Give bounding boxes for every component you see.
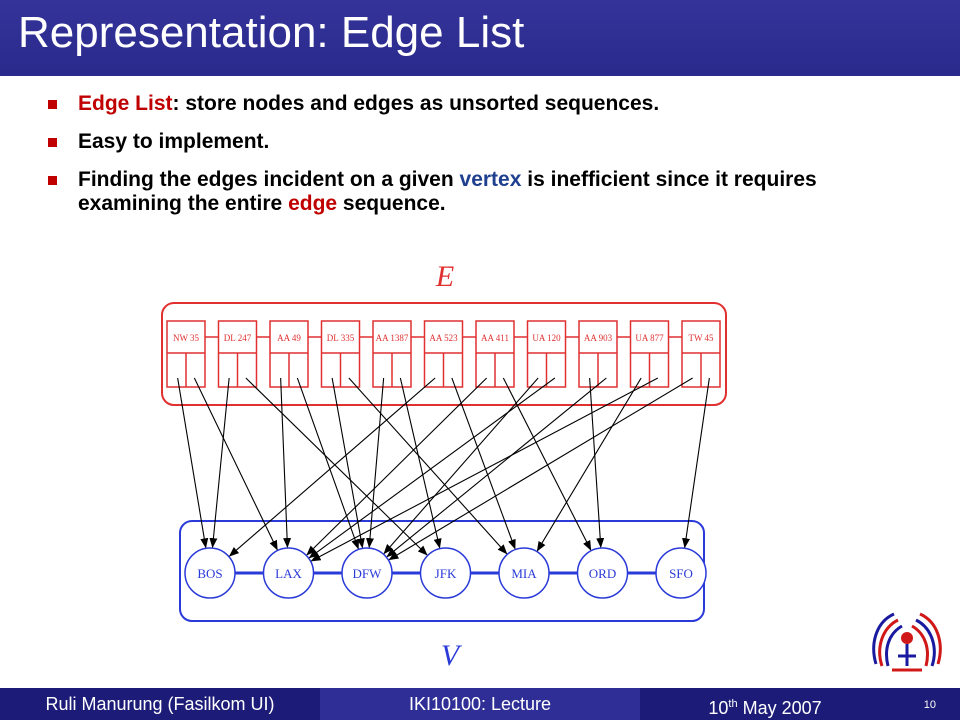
edge-node: DL 247 [217,320,270,388]
slide-number: 10 [923,699,936,711]
vertex-name: JFK [435,566,457,581]
vertex-node: LAX [262,547,315,599]
edge-name: AA 49 [277,333,301,343]
edge-node: AA 1387 [372,320,425,388]
bullet-easy: Easy to implement. [48,130,908,154]
vertex-node: DFW [341,547,393,599]
university-logo [872,612,942,672]
incidence-arrow [296,377,359,550]
incidence-arrow [383,377,539,555]
bullet-text: sequence. [337,192,446,215]
bullet-marker-icon [48,100,57,109]
incidence-arrow [682,377,710,549]
incidence-arrow [365,377,385,549]
footer-date: 10th May 2007 [680,688,850,724]
incidence-arrow [209,377,230,549]
title-bar: Representation: Edge List [0,0,960,76]
edge-node: AA 411 [475,320,528,388]
footer: Ruli Manurung (Fasilkom UI) IKI10100: Le… [0,688,960,720]
edge-list-term: Edge List [78,92,173,115]
edge-name: NW 35 [173,333,200,343]
incidence-arrow [228,377,436,557]
vertex-name: SFO [669,566,693,581]
edge-sequence: E NW 35 DL 247 AA 49 DL 335 AA 1387 AA 523 AA 4… [161,260,727,406]
bullet-finding: Finding the edges incident on a given ve… [48,168,908,216]
incidence-arrow [348,377,508,555]
incidence-arrows [177,377,710,562]
edge-node: TW 45 [681,320,721,388]
edge-sequence-label: E [435,260,454,293]
vertex-node: SFO [655,547,707,599]
edge-node: AA 523 [423,320,476,388]
vertex-node: JFK [419,547,472,599]
edge-name: TW 45 [688,333,714,343]
vertex-name: MIA [511,566,537,581]
vertex-sequence: BOS LAX DFW JFK MIA ORD SFO V [179,520,707,672]
bullet-text: Easy to implement. [78,130,270,153]
edge-node: AA 903 [578,320,631,388]
incidence-arrow [280,377,292,549]
vertex-name: LAX [275,566,302,581]
edge-name: DL 247 [224,333,252,343]
vertex-term: vertex [459,168,522,191]
vertex-circle [419,547,472,599]
incidence-arrow [388,377,693,561]
date-rest: May 2007 [737,698,822,718]
incidence-arrow [193,377,278,551]
bullet-marker-icon [48,138,57,147]
edge-term: edge [288,192,338,215]
edge-name: AA 903 [584,333,613,343]
edge-name: DL 335 [327,333,355,343]
incidence-arrow [177,377,209,549]
edge-node: UA 120 [526,320,579,388]
date-day: 10 [708,698,729,718]
incidence-arrow [308,377,556,559]
bullet-text: : store nodes and edges as unsorted sequ… [172,92,660,115]
edge-node: UA 877 [629,320,682,388]
incidence-arrow [245,377,428,556]
incidence-arrow [502,377,592,551]
incidence-arrow [451,377,516,550]
vertex-node: BOS [184,547,236,599]
vertex-circle [498,547,550,599]
vertex-name: DFW [353,566,383,581]
edge-list-diagram: E NW 35 DL 247 AA 49 DL 335 AA 1387 AA 523 AA 4… [161,260,727,672]
edge-name: AA 523 [429,333,458,343]
vertex-circle [655,547,707,599]
vertex-node: MIA [498,547,550,599]
edge-name: UA 120 [532,333,561,343]
bullet-text: is inefficient since it requires examini… [78,168,817,215]
bullet-text: Finding the edges incident on a given [78,168,460,191]
edge-node: DL 335 [320,320,373,388]
incidence-arrow [331,377,365,549]
vertex-name: BOS [197,566,222,581]
incidence-arrow [310,377,659,562]
bullet-edge-list: Edge List: store nodes and edges as unso… [48,92,908,116]
footer-course: IKI10100: Lecture [320,688,640,720]
edge-name: AA 411 [481,333,509,343]
footer-author: Ruli Manurung (Fasilkom UI) [0,688,320,720]
bullet-marker-icon [48,176,57,185]
edge-container [161,302,727,406]
incidence-arrow [306,377,488,556]
incidence-arrow [386,377,607,558]
footer-right-panel [640,688,960,720]
edge-node: AA 49 [269,320,322,388]
date-suffix: th [728,698,738,710]
incidence-arrow [536,377,642,552]
slide-title: Representation: Edge List [18,8,525,57]
vertex-name: ORD [589,566,616,581]
incidence-arrow [589,377,605,549]
bullet-list: Edge List: store nodes and edges as unso… [48,92,908,230]
vertex-node: ORD [576,547,629,599]
edge-node: NW 35 [166,320,219,388]
edge-name: AA 1387 [376,333,409,343]
edge-name: UA 877 [635,333,664,343]
vertex-sequence-label: V [441,639,463,672]
